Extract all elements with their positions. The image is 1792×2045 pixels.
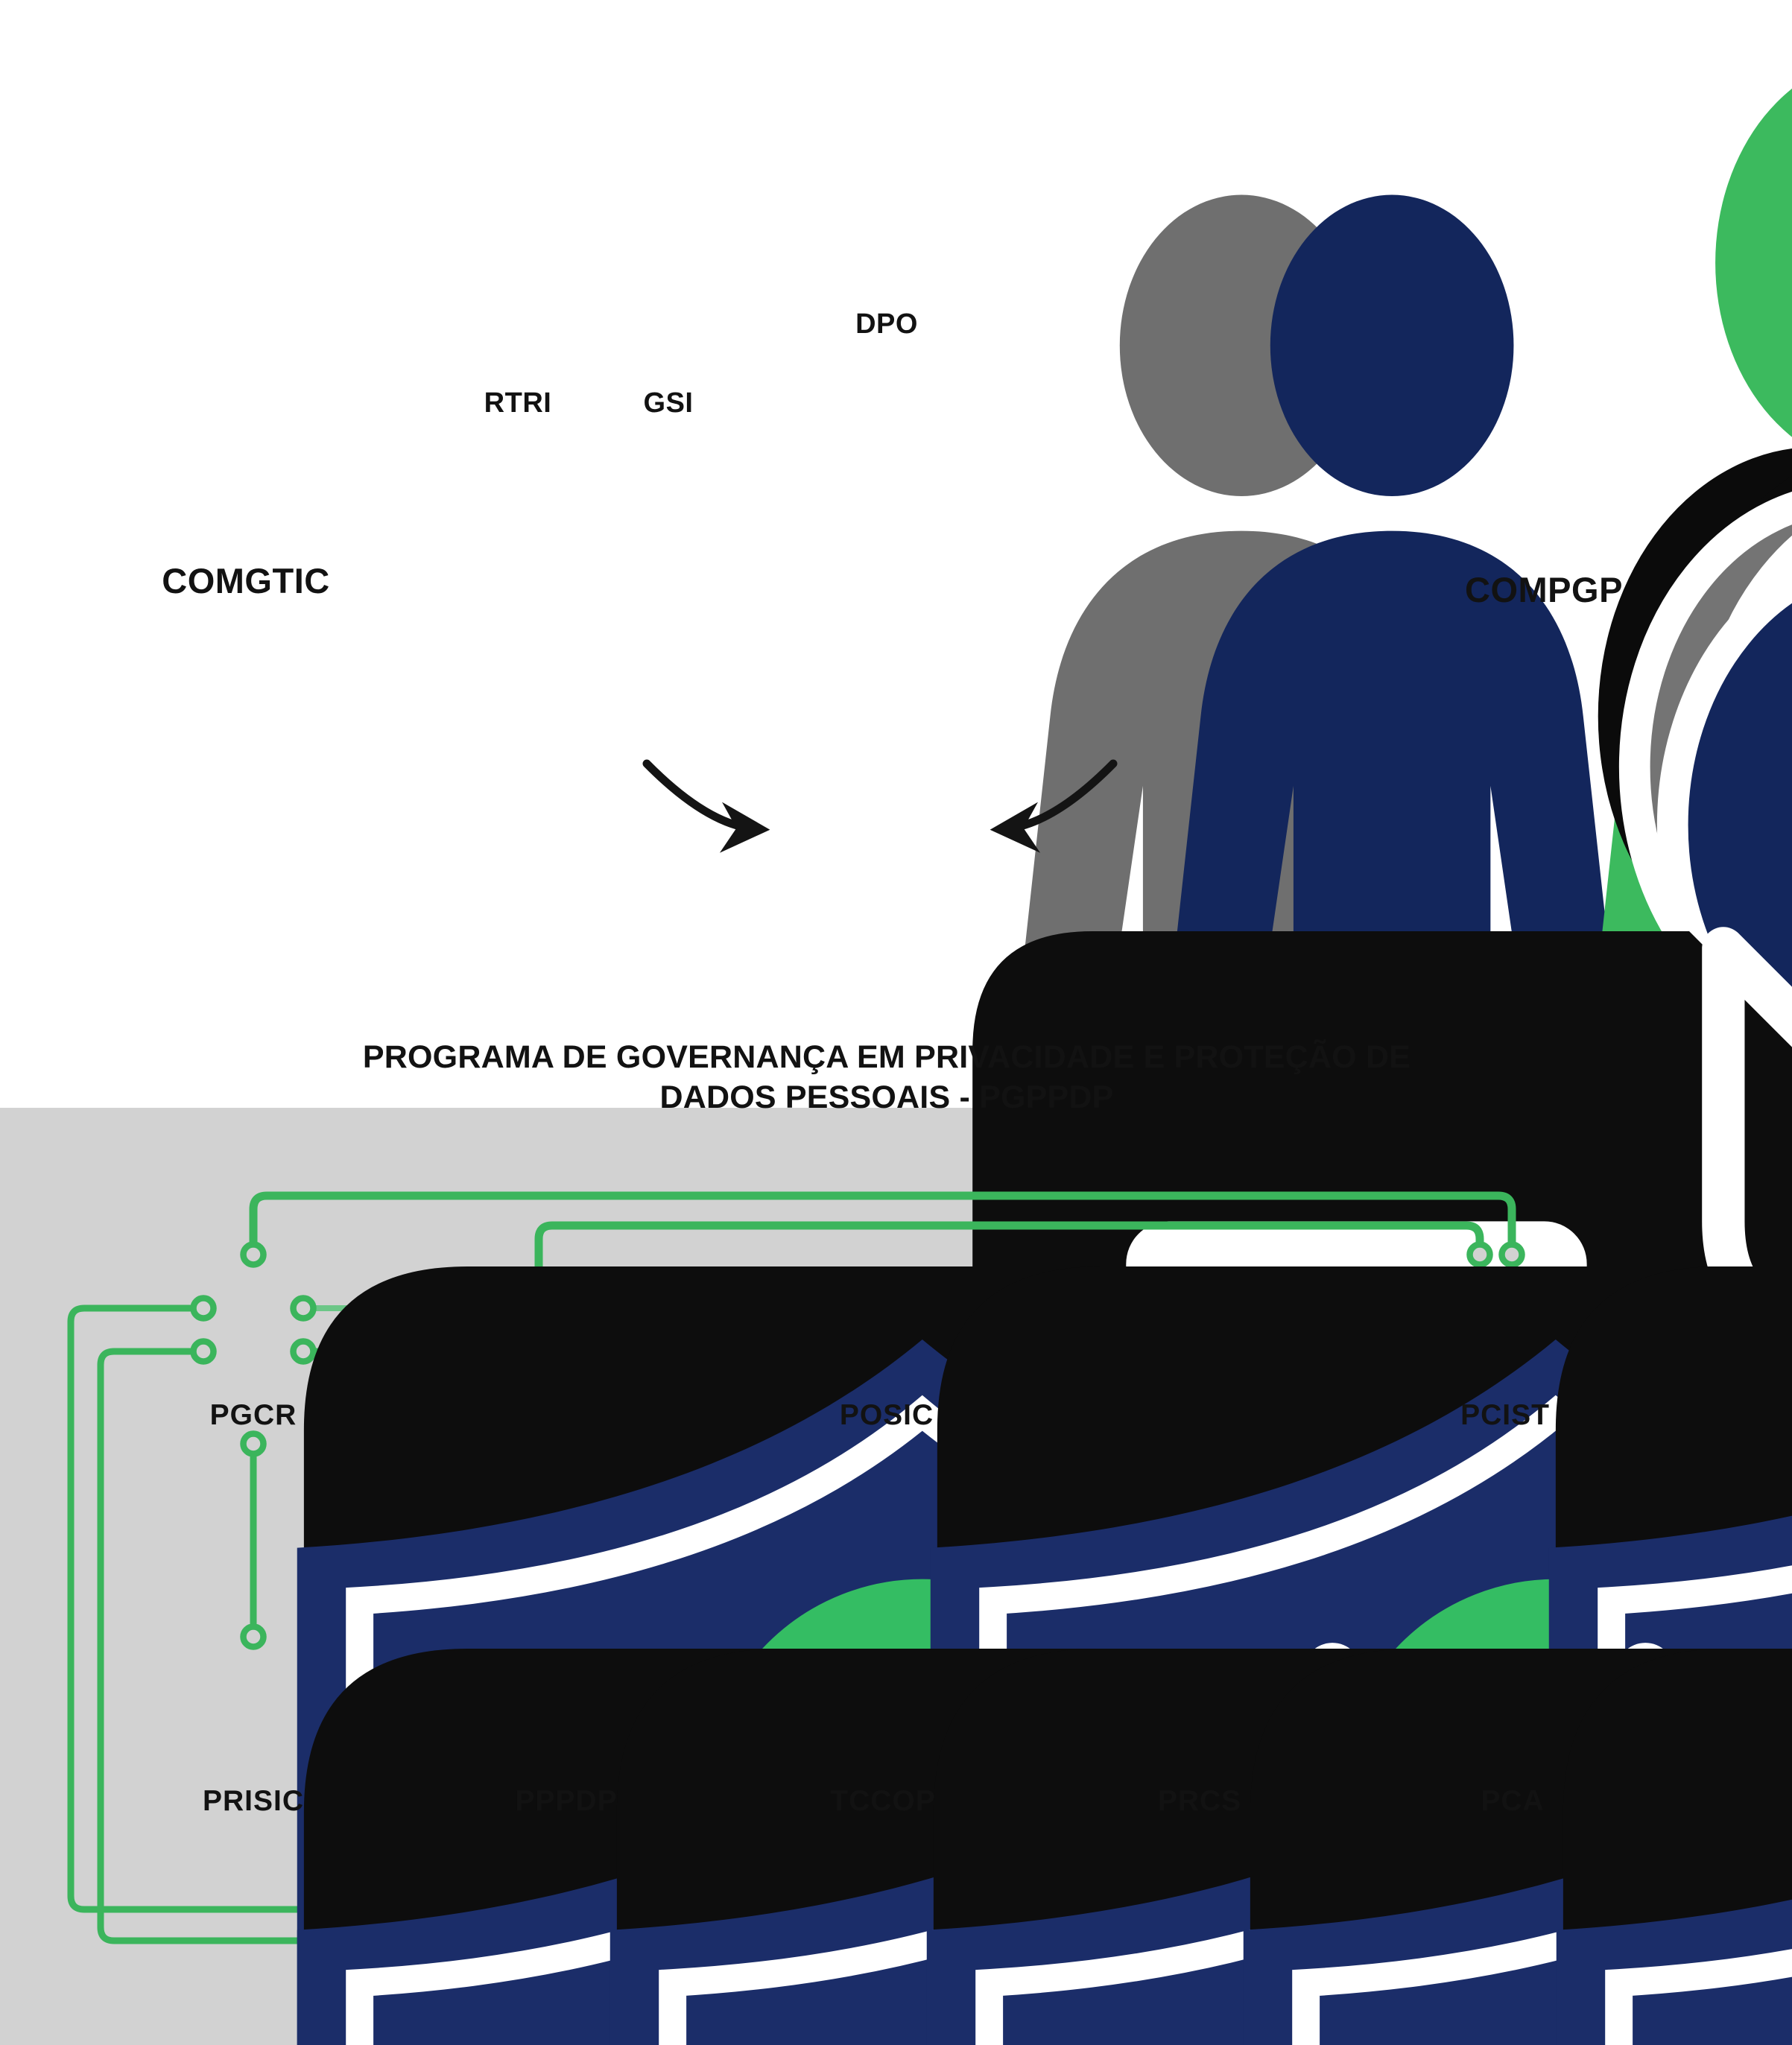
tccop-label: TCCOP [830, 1785, 936, 1817]
left-arrow-icon [642, 759, 770, 853]
right-arrow-icon [990, 759, 1118, 853]
posic-label: POSIC [839, 1399, 934, 1431]
rtri-label: RTRI [484, 387, 552, 419]
gsi-label: GSI [643, 387, 694, 419]
connection-line-pgcr-pcist [240, 1191, 1525, 1268]
pppdp-label: PPPDP [515, 1785, 618, 1817]
pcist-label: PCIST [1460, 1399, 1550, 1431]
comgtic-label: COMGTIC [162, 561, 330, 600]
document-outline [893, 927, 978, 1032]
prisic-label: PRISIC [202, 1785, 305, 1817]
dpo-label: DPO [855, 308, 918, 340]
connection-line-pppdp-pcist [525, 1221, 1493, 1650]
program-caption-line1: PROGRAMA DE GOVERNANÇA EM PRIVACIDADE E … [362, 1039, 1411, 1075]
pca-label: PCA [1481, 1785, 1545, 1817]
pgcr-label: PGCR [209, 1399, 297, 1431]
compgp-label: COMPGP [1465, 570, 1623, 609]
program-caption-line2: DADOS PESSOAIS - PGPPDP [659, 1079, 1114, 1115]
prcs-label: PRCS [1157, 1785, 1242, 1817]
